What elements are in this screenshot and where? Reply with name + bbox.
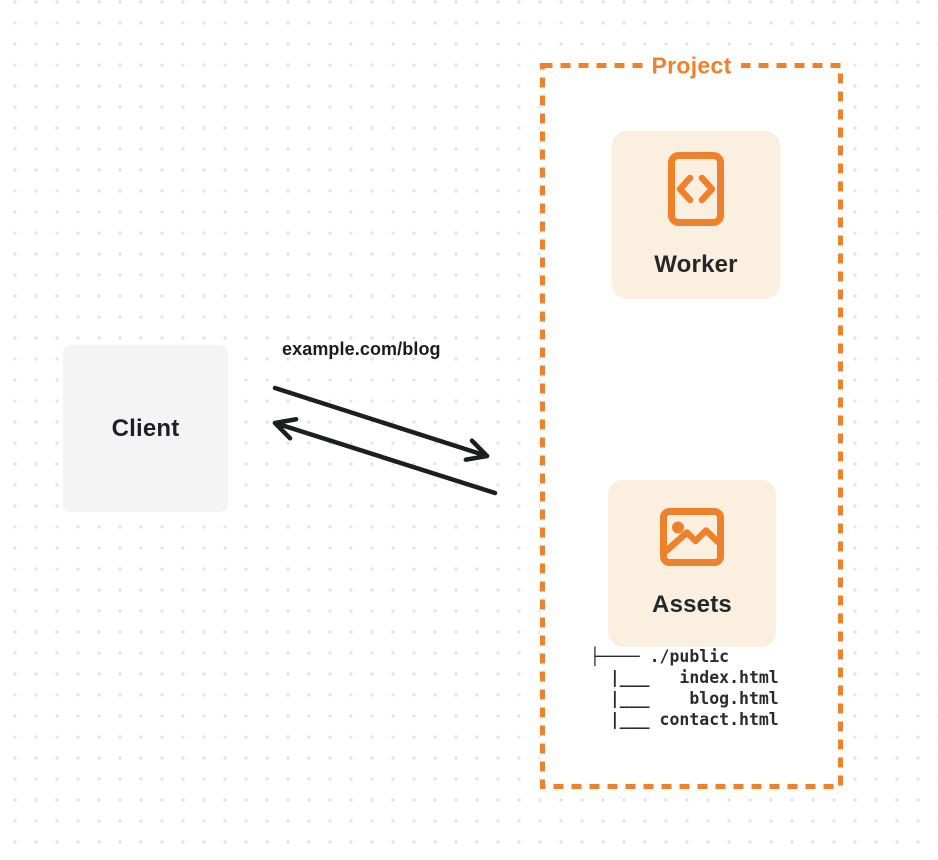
client-node: Client <box>63 345 228 512</box>
image-icon <box>660 508 724 566</box>
client-label: Client <box>111 414 180 442</box>
assets-node: Assets <box>608 480 776 647</box>
response-arrow <box>272 416 498 496</box>
worker-label: Worker <box>654 250 738 278</box>
code-icon <box>668 151 724 226</box>
assets-label: Assets <box>652 591 732 618</box>
project-boundary: Project Worker Assets ├──── ./public |__… <box>540 52 843 789</box>
worker-node: Worker <box>612 131 780 299</box>
project-label: Project <box>642 52 741 80</box>
request-arrow <box>272 385 490 462</box>
file-tree: ├──── ./public |___ index.html |___ blog… <box>590 647 779 729</box>
request-url-label: example.com/blog <box>282 339 441 359</box>
